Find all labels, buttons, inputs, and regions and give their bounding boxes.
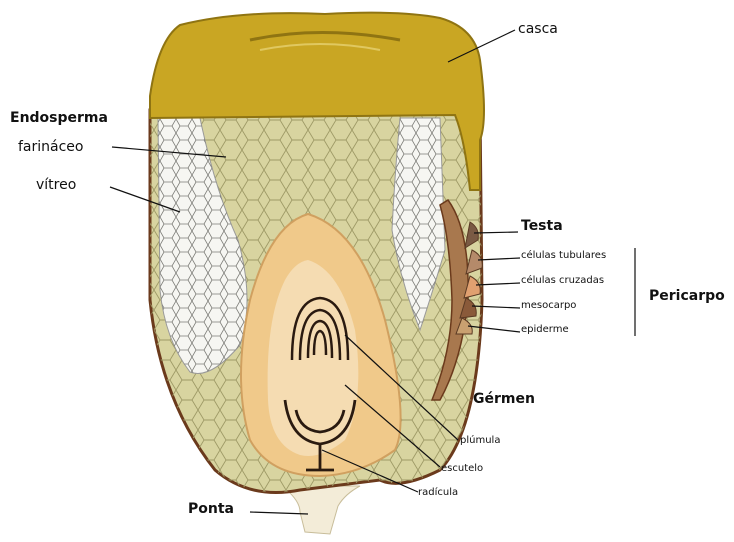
label-pericarpo: Pericarpo	[649, 289, 725, 303]
label-farinaceo: farináceo	[18, 140, 83, 154]
label-germen: Gérmen	[473, 392, 535, 406]
tip-cap	[282, 486, 360, 534]
label-escutelo: escutelo	[441, 464, 483, 474]
label-radicula: radícula	[418, 488, 458, 498]
label-plumula: plúmula	[460, 436, 500, 446]
label-celulas-cruzadas: células cruzadas	[521, 276, 604, 286]
label-testa: Testa	[521, 219, 563, 233]
label-epiderme: epiderme	[521, 325, 569, 335]
label-casca: casca	[518, 22, 558, 36]
label-celulas-tubulares: células tubulares	[521, 251, 606, 261]
label-endosperma: Endosperma	[10, 111, 108, 125]
label-mesocarpo: mesocarpo	[521, 301, 576, 311]
label-vitreo: vítreo	[36, 178, 76, 192]
label-ponta: Ponta	[188, 502, 234, 516]
